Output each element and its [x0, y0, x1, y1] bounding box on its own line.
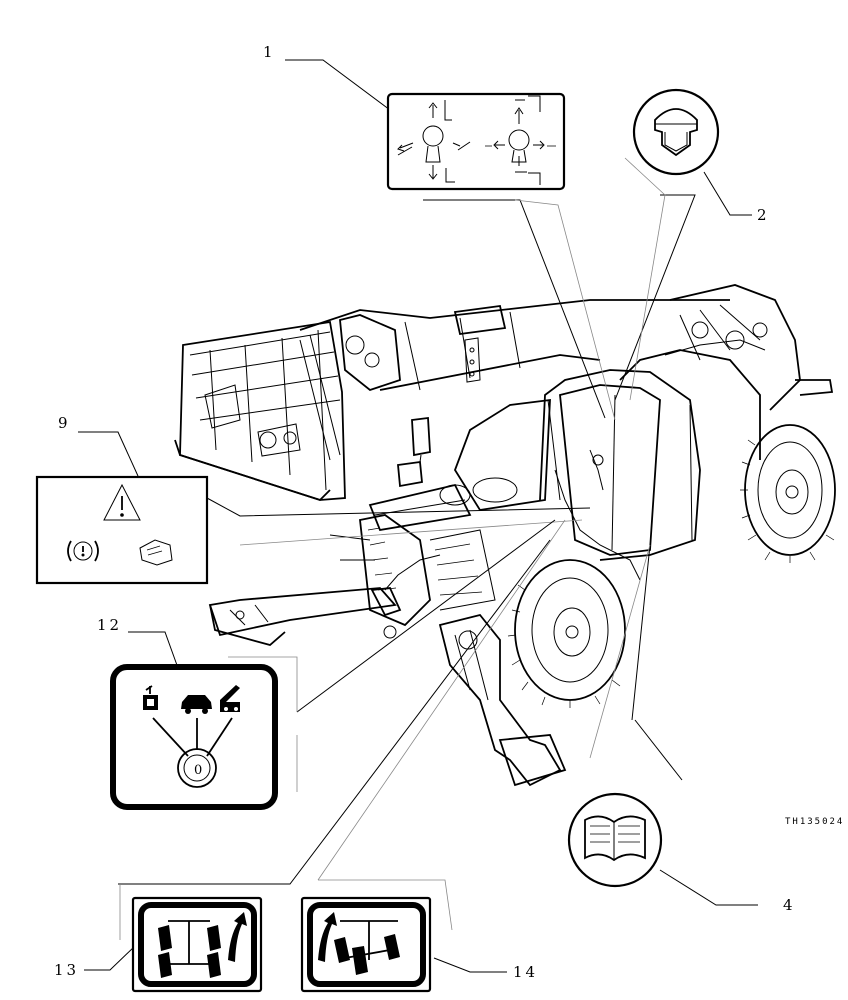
decal-joystick-controls [386, 92, 566, 191]
callout-1: 1 [263, 43, 276, 61]
joystick-controls-icon [397, 95, 556, 185]
callout-13: 13 [54, 961, 79, 979]
rear-wheel [740, 424, 836, 563]
dial-indicator: 0 [194, 763, 202, 778]
callout-9: 9 [58, 414, 71, 432]
rear-stabiliser [438, 613, 567, 787]
left-wheel [359, 514, 496, 627]
steering-mode-selector-icon [143, 685, 240, 788]
telehandler-illustration [174, 284, 836, 787]
decal-steer-left [131, 896, 263, 993]
decal-warning [35, 475, 209, 585]
engine-cover [669, 284, 834, 411]
fork-carriage [174, 320, 346, 502]
callout-2: 2 [757, 206, 770, 224]
telescopic-boom [299, 299, 730, 461]
side-mirror [397, 416, 431, 488]
decal-steer-right [300, 896, 432, 993]
crab-steer-icon [158, 912, 247, 978]
front-wheel [507, 559, 626, 708]
warning-triangle-icon [103, 483, 141, 521]
decal-helmet [632, 88, 720, 176]
operator-cab [539, 339, 766, 561]
parking-brake-icon [67, 540, 99, 562]
drawing-code: TH135024 [785, 817, 844, 827]
leader-lines [78, 59, 758, 973]
open-book-icon [584, 815, 646, 862]
front-stabiliser [208, 587, 402, 646]
callout-12: 12 [97, 616, 122, 634]
decal-steering-mode-selector: 0 [110, 664, 278, 810]
callout-14: 14 [513, 963, 538, 981]
four-wheel-steer-icon [318, 912, 400, 975]
decal-manual [567, 792, 663, 888]
helmet-icon [654, 108, 698, 157]
callout-4: 4 [783, 896, 796, 914]
manual-icon [139, 539, 173, 566]
